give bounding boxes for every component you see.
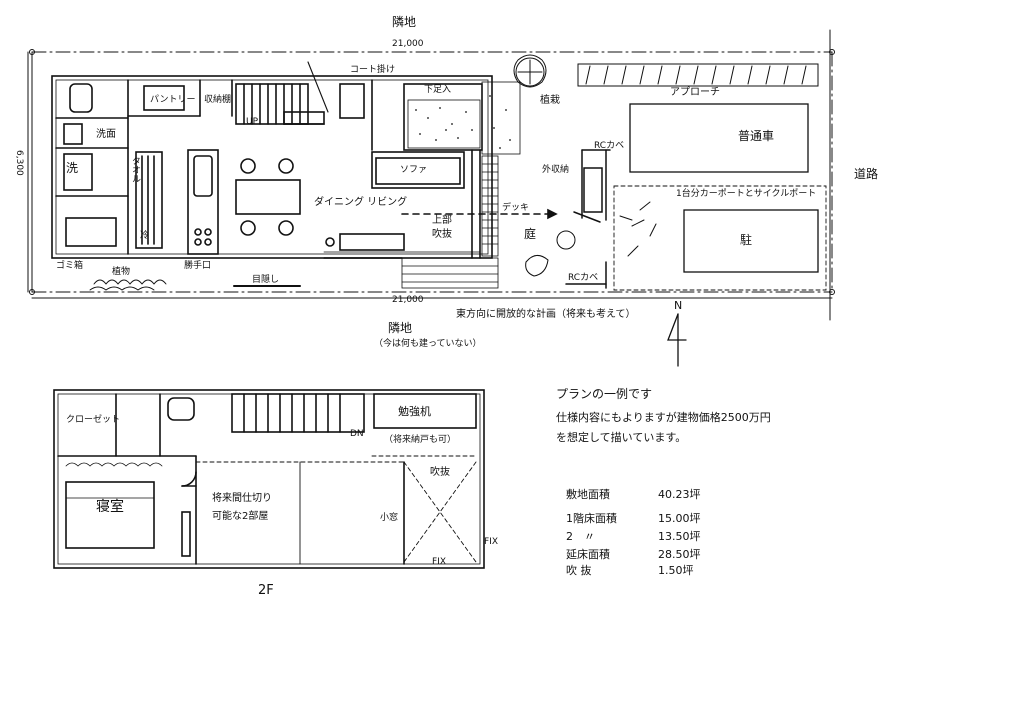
note-line-2: 仕様内容にもよりますが建物価格2500万円	[556, 411, 771, 424]
floor2-label: 2F	[258, 583, 274, 598]
towel-label: タオル	[130, 156, 140, 183]
carport-label: 1台分カーポートとサイクルポート	[676, 189, 817, 199]
area-row-value: 40.23坪	[658, 488, 701, 501]
area-row-label: 延床面積	[566, 548, 610, 561]
study-note: （将来納戸も可）	[384, 435, 457, 445]
width-dimension-top: 21,000	[392, 39, 424, 49]
north-arrow-icon	[667, 313, 687, 367]
bike-parking-label: 駐	[740, 233, 753, 247]
site-boundary	[27, 29, 835, 321]
road-label: 道路	[854, 167, 879, 181]
neighbor-bottom-label: 隣地	[388, 321, 413, 335]
neighbor-top-label: 隣地	[392, 15, 417, 29]
garden-label: 庭	[524, 227, 537, 241]
shoe-cabinet-label: 下足入	[424, 85, 452, 95]
garbage-label: ゴミ箱	[56, 261, 84, 271]
future-partition-label-2: 可能な2部屋	[212, 511, 269, 522]
area-row: 敷地面積 40.23坪	[566, 486, 718, 502]
approach	[577, 63, 819, 87]
kitchen-door-label: 勝手口	[184, 261, 212, 271]
deck	[401, 155, 499, 289]
fix-window-right-label: FIX	[484, 537, 498, 547]
neighbor-bottom-note: （今は何も建っていない）	[374, 339, 482, 349]
planting-label: 植栽	[540, 95, 560, 106]
future-partition-label-1: 将来間仕切り	[212, 493, 272, 504]
outdoor-storage-label: 外収納	[542, 165, 570, 175]
coat-hanger-label: コート掛け	[350, 65, 396, 75]
car-top	[629, 103, 809, 173]
area-row-label: 2 〃	[566, 530, 595, 543]
area-row: 吹 抜 1.50坪	[566, 562, 718, 578]
area-row-value: 13.50坪	[658, 530, 701, 543]
area-row: 2 〃 13.50坪	[566, 528, 718, 544]
depth-dimension: 6,300	[14, 150, 24, 176]
rc-wall-top-label: RCカベ	[594, 141, 625, 151]
area-row-value: 28.50坪	[658, 548, 701, 561]
shelf-label: 収納棚	[204, 95, 232, 105]
plants-label: 植物	[112, 267, 131, 277]
bedroom-label: 寝室	[96, 499, 124, 515]
carport-outline	[613, 185, 827, 291]
area-row: 延床面積 28.50坪	[566, 546, 718, 562]
fix-window-bottom-label: FIX	[432, 557, 446, 567]
area-row-label: 1階床面積	[566, 512, 617, 525]
void-label: 吹抜	[430, 467, 450, 478]
small-window-label: 小窓	[380, 513, 399, 523]
dining-living-label: ダイニング リビング	[314, 197, 408, 208]
note-line-1: プランの一例です	[556, 387, 653, 401]
plants	[89, 279, 301, 291]
stairs-up-label: UP	[246, 117, 259, 127]
floor2-walls	[53, 389, 485, 569]
laundry-label: 洗	[66, 161, 79, 175]
north-label: N	[674, 299, 683, 312]
upper-void-label-1: 上部	[432, 215, 452, 226]
upper-void-label-2: 吹抜	[432, 229, 452, 240]
east-direction-note: 東方向に開放的な計画（将来も考えて）	[456, 309, 636, 320]
area-row-value: 1.50坪	[658, 564, 694, 577]
entry-hatch	[407, 81, 521, 155]
closet-label: クローゼット	[66, 415, 121, 425]
area-row-label: 吹 抜	[566, 564, 592, 577]
area-row-value: 15.00坪	[658, 512, 701, 525]
tree-symbol	[513, 54, 547, 88]
note-line-3: を想定して描いています。	[556, 431, 687, 444]
area-row: 1階床面積 15.00坪	[566, 510, 718, 526]
deck-label: デッキ	[502, 203, 530, 213]
floor1-walls	[51, 61, 558, 259]
refrigerator-label: 冷	[140, 231, 150, 241]
car-bottom	[683, 209, 819, 273]
sofa-label: ソファ	[400, 165, 428, 175]
area-row-label: 敷地面積	[566, 488, 610, 501]
study-desk-label: 勉強机	[398, 405, 431, 418]
approach-label: アプローチ	[670, 87, 720, 98]
rc-wall-bottom-label: RCカベ	[568, 273, 599, 283]
rc-walls	[565, 149, 611, 289]
car-label: 普通車	[738, 129, 775, 143]
stairs-down-label: DN	[350, 429, 364, 439]
pantry-label: パントリー	[150, 95, 196, 105]
width-dimension-bottom: 21,000	[392, 295, 424, 305]
garden-furniture	[525, 201, 657, 277]
screen-label: 目隠し	[252, 275, 280, 285]
washroom-label: 洗面	[96, 129, 116, 140]
